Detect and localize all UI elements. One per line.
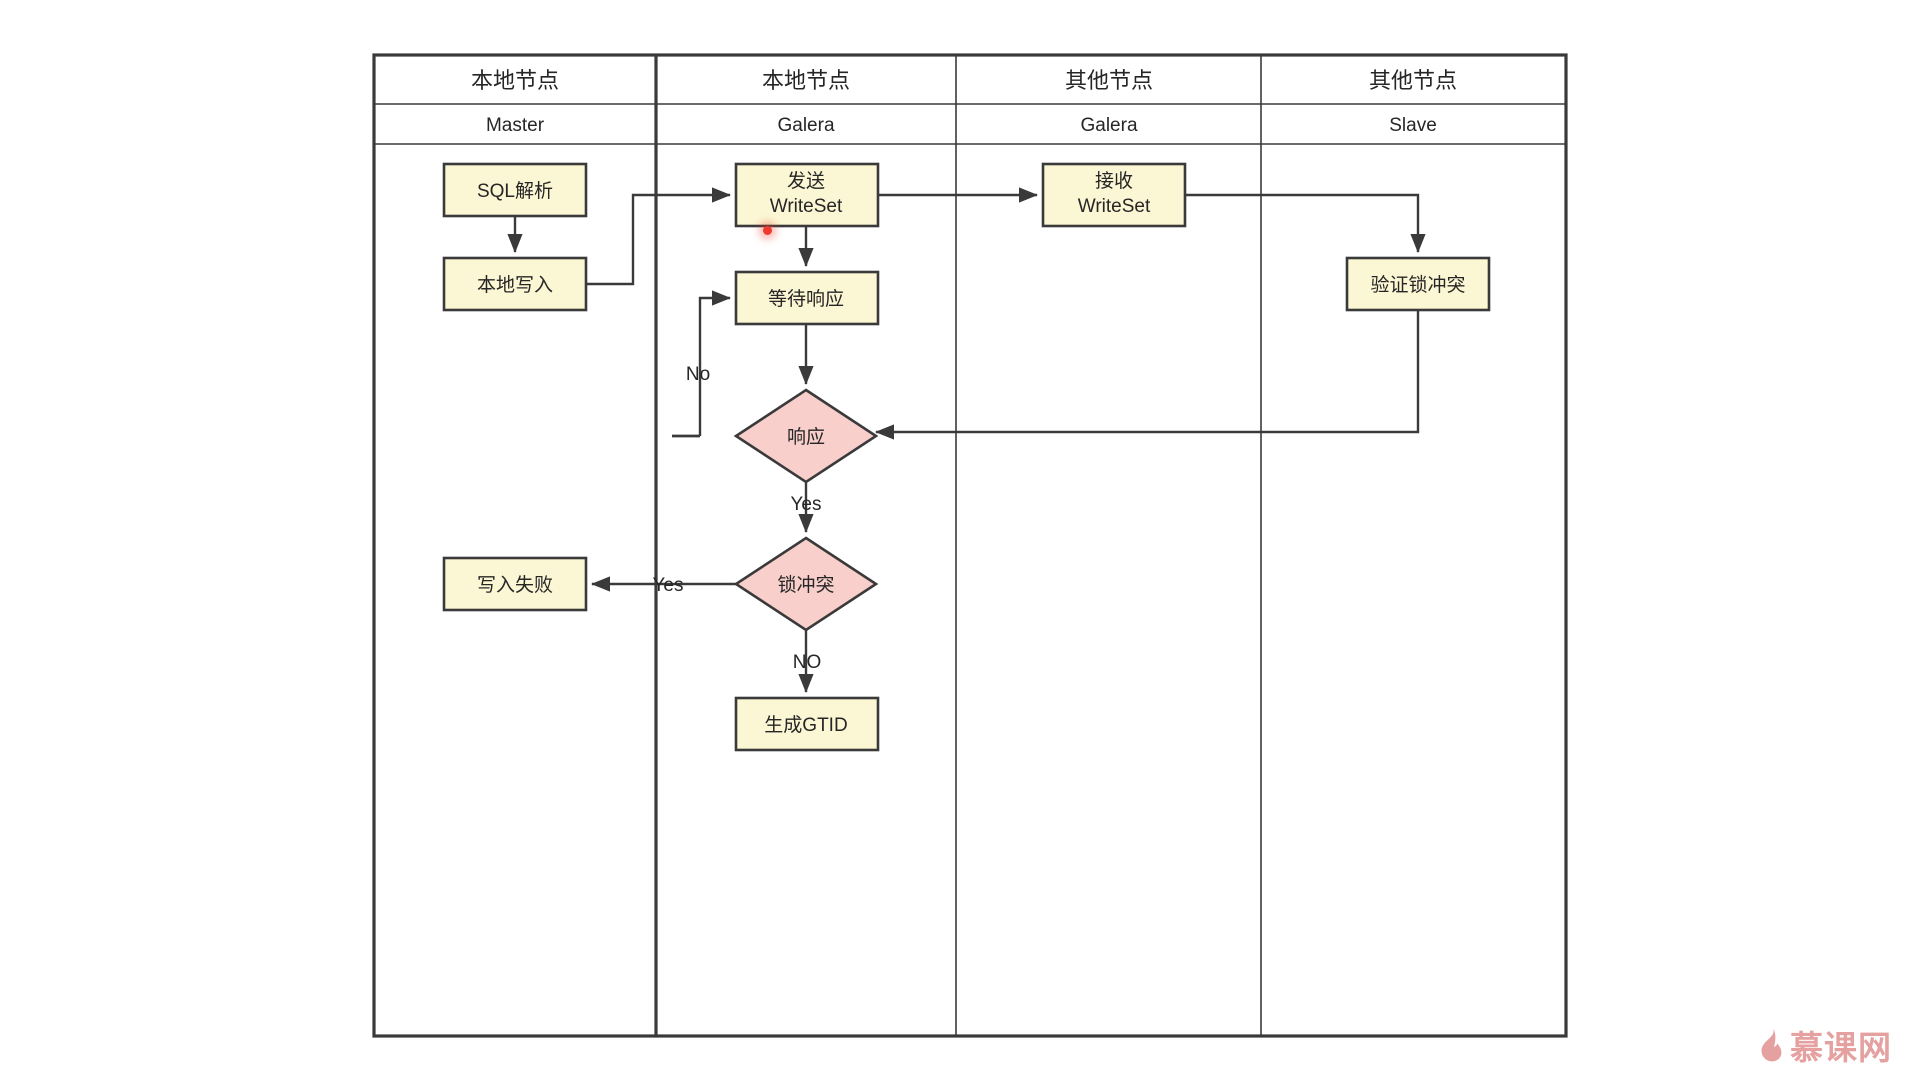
lane-title-galera-local: 本地节点 <box>762 68 850 93</box>
edge-localwrite-to-sendwriteset <box>586 187 731 286</box>
node-lock-conflict-diamond[interactable] <box>733 536 879 632</box>
diagram-outer-border <box>372 53 1568 1038</box>
edge-recvwriteset-to-verifylock <box>1185 193 1426 253</box>
flame-icon <box>1761 1028 1782 1062</box>
swimlane-frame <box>372 53 1568 1038</box>
lane-title-galera-other: 其他节点 <box>1065 68 1153 93</box>
node-recv-writeset-label-line2: WriteSet <box>1078 196 1151 217</box>
node-local-write-box[interactable] <box>442 256 588 312</box>
node-send-writeset[interactable]: 发送 WriteSet <box>734 162 880 228</box>
node-wait-response[interactable]: 等待响应 <box>734 270 880 326</box>
edge-response-no-to-waitresponse <box>698 290 731 436</box>
flow-edges <box>507 187 1426 693</box>
node-local-write[interactable]: 本地写入 <box>442 256 588 312</box>
edge-label-yes-down: Yes <box>791 494 822 515</box>
lane-subtitle-master: Master <box>486 115 545 136</box>
lane-header-galera-local[interactable]: 本地节点 Galera <box>762 68 850 136</box>
lane-dividers <box>654 55 1262 1036</box>
lane-header-master[interactable]: 本地节点 Master <box>471 68 559 136</box>
node-sql-parse-label: SQL解析 <box>477 180 553 202</box>
edge-label-yes-left: Yes <box>653 575 684 596</box>
node-write-fail-box[interactable] <box>442 556 588 612</box>
node-recv-writeset-box[interactable] <box>1041 162 1187 228</box>
lane-subtitle-galera-other: Galera <box>1080 115 1137 136</box>
node-gen-gtid-box[interactable] <box>734 696 880 752</box>
node-recv-writeset-label-line1: 接收 <box>1095 170 1133 192</box>
lane-title-slave: 其他节点 <box>1369 68 1457 93</box>
node-lock-conflict-decision[interactable]: 锁冲突 <box>733 536 879 632</box>
node-wait-response-box[interactable] <box>734 270 880 326</box>
node-verify-lock-box[interactable] <box>1345 256 1491 312</box>
node-gen-gtid[interactable]: 生成GTID <box>734 696 880 752</box>
lane-subtitle-galera-local: Galera <box>777 115 834 136</box>
node-sql-parse-box[interactable] <box>442 162 588 218</box>
watermark: 慕课网 <box>1758 1021 1892 1069</box>
node-sql-parse[interactable]: SQL解析 <box>442 162 588 218</box>
node-response-diamond[interactable] <box>733 388 879 484</box>
node-verify-lock-label: 验证锁冲突 <box>1370 274 1465 296</box>
node-response-label: 响应 <box>787 426 825 448</box>
lane-subtitle-slave: Slave <box>1389 115 1437 136</box>
edge-label-no-down: NO <box>793 652 822 673</box>
lane-header-galera-other[interactable]: 其他节点 Galera <box>1065 68 1153 136</box>
node-send-writeset-box[interactable] <box>734 162 880 228</box>
lane-header-slave[interactable]: 其他节点 Slave <box>1369 68 1457 136</box>
edge-label-no-loop: No <box>686 364 710 385</box>
node-send-writeset-label-line1: 发送 <box>787 170 825 192</box>
node-write-fail[interactable]: 写入失败 <box>442 556 588 612</box>
node-lock-conflict-label: 锁冲突 <box>777 574 834 596</box>
node-recv-writeset[interactable]: 接收 WriteSet <box>1041 162 1187 228</box>
node-response-decision[interactable]: 响应 <box>733 388 879 484</box>
node-write-fail-label: 写入失败 <box>477 574 553 596</box>
node-send-writeset-label-line2: WriteSet <box>770 196 843 217</box>
watermark-text: 慕课网 <box>1790 1028 1892 1067</box>
edge-verifylock-to-response <box>875 310 1420 440</box>
node-wait-response-label: 等待响应 <box>768 288 844 310</box>
node-gen-gtid-label: 生成GTID <box>764 714 847 736</box>
edge-label-group: No Yes Yes NO <box>653 364 822 673</box>
node-verify-lock[interactable]: 验证锁冲突 <box>1345 256 1491 312</box>
lane-title-master: 本地节点 <box>471 68 559 93</box>
node-local-write-label: 本地写入 <box>477 274 553 296</box>
